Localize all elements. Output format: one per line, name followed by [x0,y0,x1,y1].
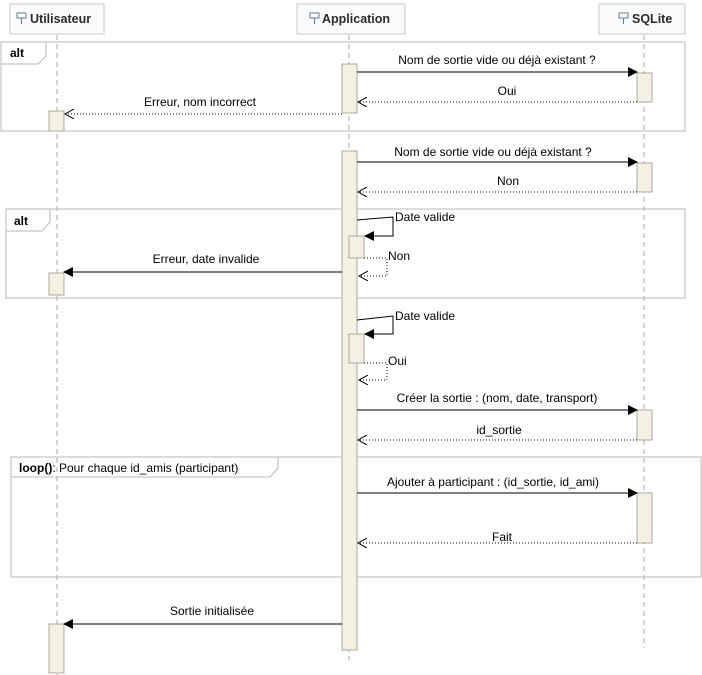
reply-message: Non [358,174,637,192]
fragment-keyword: alt [14,214,28,228]
message: Ajouter à participant : (id_sortie, id_a… [357,475,638,498]
participant-label: Application [322,12,390,26]
reply-message: id_sortie [358,423,637,440]
alt-fragment-name-check: alt [0,41,686,132]
participant-sqlite[interactable]: SQLite [598,3,686,35]
reply-message: Erreur, nom incorrect [65,95,342,114]
component-icon [309,12,320,24]
activation-bar [341,63,358,114]
activation-bar [636,72,653,103]
message-label: Erreur, date invalide [153,252,260,266]
message-label: id_sortie [476,423,522,437]
self-reply-message: Oui [359,354,407,380]
message: Sortie initialisée [63,604,342,629]
self-message: Date valide [356,210,455,241]
message-label: Nom de sortie vide ou déjà existant ? [394,145,592,159]
activation-bar [48,272,65,296]
message: Erreur, date invalide [63,252,342,277]
self-reply-message: Non [359,249,410,276]
activation-bar [341,150,358,651]
activation-bar [48,110,65,132]
message-label: Ajouter à participant : (id_sortie, id_a… [387,475,599,489]
participant-utilisateur[interactable]: Utilisateur [9,3,105,35]
component-icon [618,12,629,24]
fragment-condition: : Pour chaque id_amis (participant) [52,461,238,475]
reply-message: Oui [358,84,637,102]
activation-bar [636,409,653,441]
message-label: Nom de sortie vide ou déjà existant ? [398,53,596,67]
activation-bar [348,333,365,364]
participant-label: Utilisateur [30,12,91,26]
participant-label: SQLite [632,12,672,26]
message-label: Non [388,249,410,263]
activation-bar [636,162,653,193]
activation-bar [636,492,653,544]
activation-bar [48,623,65,674]
message: Nom de sortie vide ou déjà existant ? [357,53,638,77]
message-label: Date valide [395,309,455,323]
message-label: Erreur, nom incorrect [144,95,257,109]
message-label: Fait [492,530,513,544]
participant-application[interactable]: Application [296,3,406,35]
message-label: Date valide [395,210,455,224]
message-label: Créer la sortie : (nom, date, transport) [397,391,598,405]
message-label: Oui [388,354,407,368]
fragment-keyword: loop() [19,461,52,475]
message-label: Oui [498,84,517,98]
message-label: Sortie initialisée [170,604,254,618]
component-icon [16,12,27,24]
message-label: Non [497,174,519,188]
message: Créer la sortie : (nom, date, transport) [357,391,638,415]
reply-message: Fait [358,530,637,544]
fragment-keyword: alt [10,46,24,60]
fragment-label: loop(): Pour chaque id_amis (participant… [19,461,238,475]
self-message: Date valide [356,309,455,339]
message: Nom de sortie vide ou déjà existant ? [357,145,638,167]
activation-bar [348,235,365,259]
